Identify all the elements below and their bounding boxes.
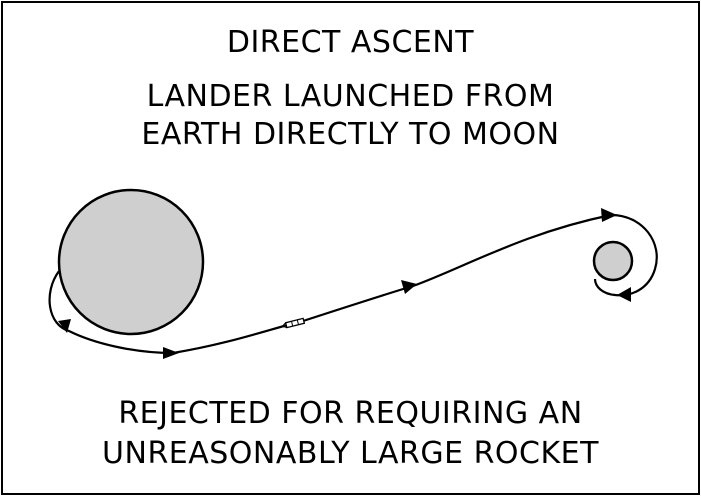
arrow-moon-approach-icon [601,208,617,222]
arrow-near-earth-icon [58,319,71,333]
arrow-mid-path-icon [401,280,417,294]
spacecraft-icon [281,317,306,329]
trajectory-diagram [48,188,658,359]
subtitle-line-2: EARTH DIRECTLY TO MOON [141,117,560,152]
transfer-trajectory [172,213,612,355]
arrow-moon-loop-icon [617,287,631,302]
earth-circle [57,188,205,336]
caption-line-1: REJECTED FOR REQUIRING AN [118,396,583,431]
moon-orbit-loop [593,213,658,297]
subtitle-line-1: LANDER LAUNCHED FROM [146,79,555,114]
panel-title: DIRECT ASCENT [226,25,475,60]
launch-arc [48,270,174,355]
caption-line-2: UNREASONABLY LARGE ROCKET [102,436,599,471]
moon-circle [592,240,634,282]
arrow-lower-path-icon [163,347,179,359]
